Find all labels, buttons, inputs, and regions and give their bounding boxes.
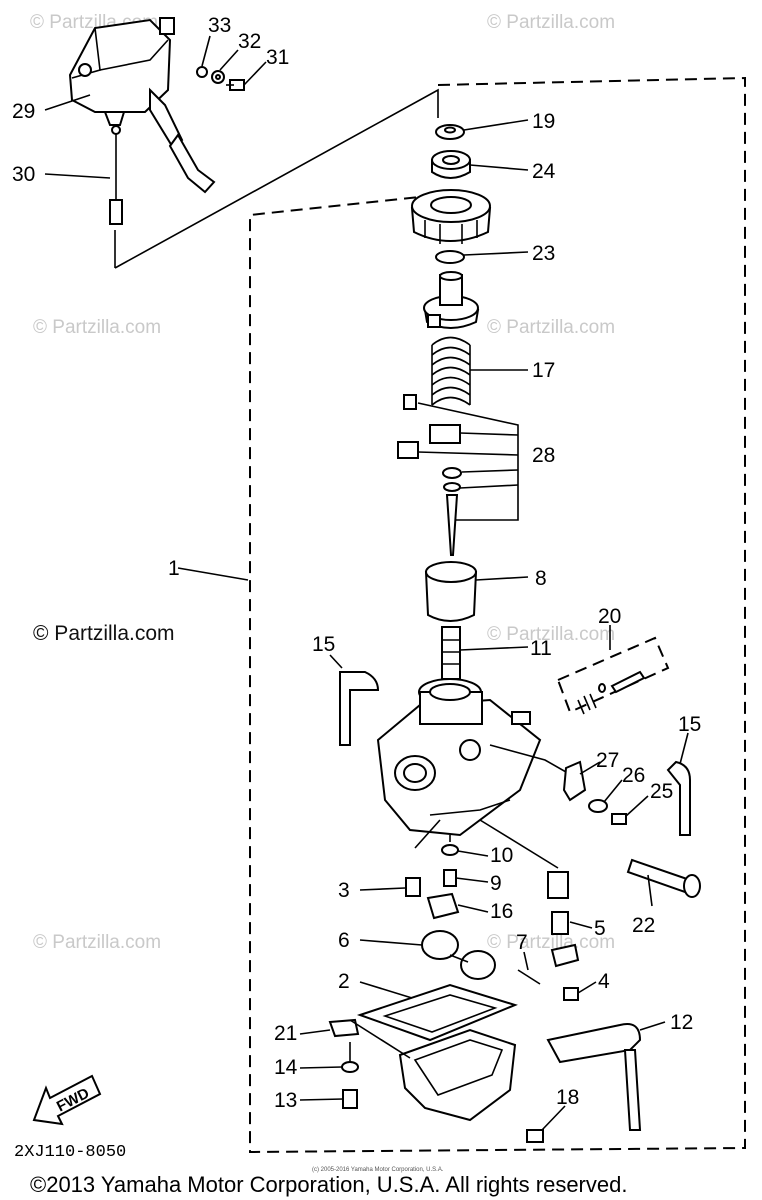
watermark: © Partzilla.com bbox=[33, 622, 175, 645]
washer-part bbox=[444, 126, 456, 134]
callout-33: 33 bbox=[208, 14, 231, 37]
throttle-spring-part bbox=[431, 336, 471, 406]
callout-27: 27 bbox=[596, 749, 619, 772]
callout-19: 19 bbox=[532, 110, 555, 133]
callout-24: 24 bbox=[532, 160, 556, 183]
main-jet-part bbox=[443, 869, 457, 887]
cable-adjuster-nut-part bbox=[431, 150, 471, 179]
callout-2: 2 bbox=[338, 970, 350, 993]
watermark: © Partzilla.com bbox=[487, 317, 615, 338]
callout-22: 22 bbox=[632, 914, 655, 937]
callout-5: 5 bbox=[594, 917, 606, 940]
watermark: © Partzilla.com bbox=[33, 317, 161, 338]
callout-16: 16 bbox=[490, 900, 513, 923]
main-jet-washer-part bbox=[441, 844, 459, 856]
float-pin-part bbox=[517, 969, 541, 985]
callout-10: 10 bbox=[490, 844, 513, 867]
callout-28: 28 bbox=[532, 444, 555, 467]
o-ring-part bbox=[435, 250, 465, 264]
pilot-jet-part bbox=[405, 877, 421, 897]
throttle-valve-part bbox=[424, 561, 478, 622]
callout-7: 7 bbox=[516, 931, 528, 954]
screw-part bbox=[226, 79, 245, 91]
callout-15: 15 bbox=[678, 713, 701, 736]
throttle-housing-part bbox=[68, 17, 216, 194]
vent-hose-part bbox=[339, 671, 380, 746]
needle-jet-part bbox=[441, 626, 461, 680]
callout-15: 15 bbox=[312, 633, 335, 656]
callout-8: 8 bbox=[535, 567, 547, 590]
screw-part bbox=[611, 813, 627, 825]
callout-4: 4 bbox=[598, 970, 610, 993]
callout-32: 32 bbox=[238, 30, 261, 53]
float-chamber-part bbox=[398, 1028, 517, 1122]
bracket-part bbox=[562, 760, 587, 802]
callout-30: 30 bbox=[12, 163, 35, 186]
watermark: © Partzilla.com bbox=[33, 932, 161, 953]
cable-routing-line bbox=[114, 88, 439, 269]
jet-needle-set-part bbox=[397, 394, 462, 556]
callout-31: 31 bbox=[266, 46, 289, 69]
callout-29: 29 bbox=[12, 100, 35, 123]
callout-13: 13 bbox=[274, 1089, 297, 1112]
float-chamber-gasket-part bbox=[356, 983, 518, 1042]
callout-26: 26 bbox=[622, 764, 645, 787]
mixing-chamber-top-part bbox=[410, 189, 492, 244]
overflow-hose-part bbox=[546, 1023, 642, 1064]
callout-18: 18 bbox=[556, 1086, 579, 1109]
assembly-boundary bbox=[249, 76, 746, 1154]
callout-20: 20 bbox=[598, 605, 621, 628]
vent-hose-part bbox=[666, 760, 691, 836]
watermark: © Partzilla.com bbox=[487, 624, 615, 645]
overflow-hose-part bbox=[623, 1049, 642, 1131]
lock-washer-hole bbox=[215, 74, 221, 80]
bracket-part bbox=[328, 1018, 360, 1038]
callout-25: 25 bbox=[650, 780, 673, 803]
pilot-screw-kit-part bbox=[577, 670, 646, 715]
callout-12: 12 bbox=[670, 1011, 693, 1034]
diagram-code: 2XJ110-8050 bbox=[14, 1143, 126, 1162]
callout-14: 14 bbox=[274, 1056, 298, 1079]
callout-1: 1 bbox=[168, 557, 180, 580]
callout-6: 6 bbox=[338, 929, 350, 952]
callout-3: 3 bbox=[338, 879, 350, 902]
screw-part bbox=[342, 1089, 358, 1109]
screw-part bbox=[563, 987, 579, 1001]
watermark: © Partzilla.com bbox=[487, 932, 615, 953]
throttle-stop-screw-part bbox=[626, 858, 701, 898]
callout-11: 11 bbox=[530, 637, 552, 660]
washer-part bbox=[588, 799, 608, 813]
copyright-notice: ©2013 Yamaha Motor Corporation, U.S.A. A… bbox=[30, 1172, 627, 1197]
starter-plunger-part bbox=[547, 871, 580, 968]
float-chamber-gasket-inner bbox=[382, 994, 498, 1033]
leader-lines bbox=[44, 35, 689, 1131]
small-print: (c) 2005-2016 Yamaha Motor Corporation, … bbox=[312, 1167, 444, 1173]
plunger-cap-part bbox=[423, 271, 480, 329]
watermark: © Partzilla.com bbox=[487, 12, 615, 33]
callout-9: 9 bbox=[490, 872, 502, 895]
forward-arrow-icon: FWD bbox=[32, 1074, 102, 1126]
callout-23: 23 bbox=[532, 242, 555, 265]
float-part bbox=[421, 930, 496, 980]
washer-part bbox=[341, 1061, 359, 1073]
drain-screw-part bbox=[526, 1129, 544, 1143]
callout-17: 17 bbox=[532, 359, 555, 382]
washer-part bbox=[196, 66, 208, 78]
jet-holder-part bbox=[426, 892, 460, 920]
carburetor-body-part bbox=[376, 678, 581, 837]
pilot-screw-kit-box bbox=[556, 636, 670, 714]
callout-21: 21 bbox=[274, 1022, 297, 1045]
throttle-cable-part bbox=[109, 125, 123, 225]
